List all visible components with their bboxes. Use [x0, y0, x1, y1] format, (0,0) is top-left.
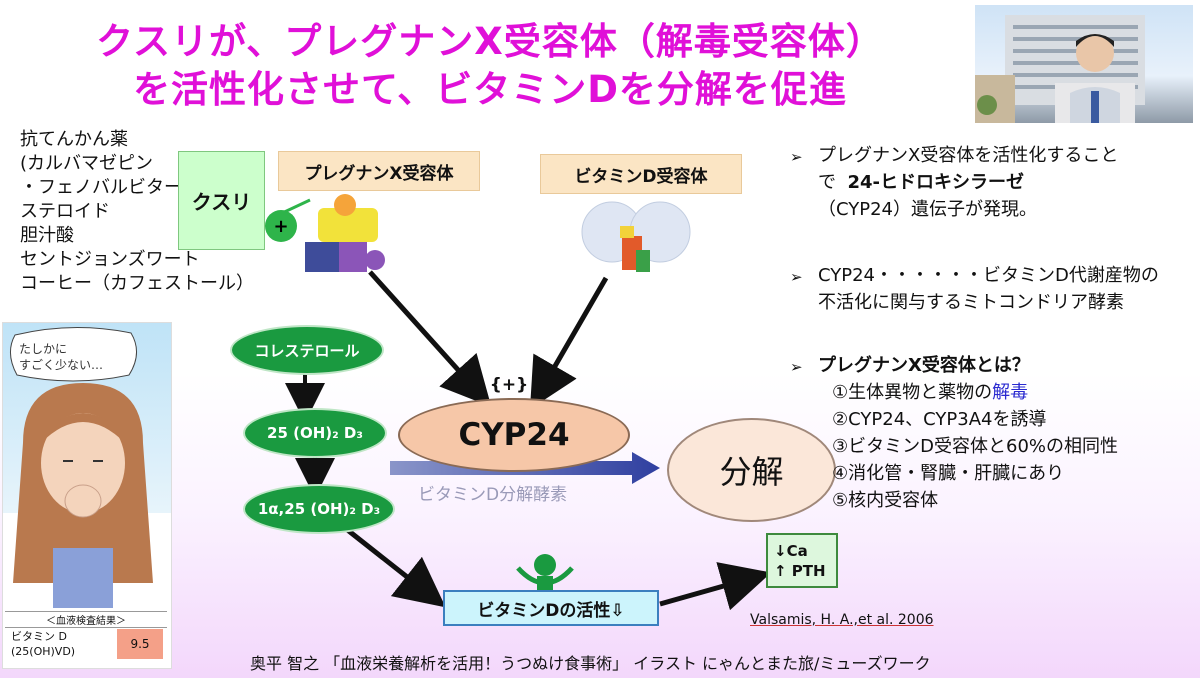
enzyme-label: ビタミンD分解酵素 [418, 485, 568, 505]
drug-item: 抗てんかん薬 [20, 129, 128, 150]
point-1-line-2: で 24-ヒドロキシラーゼ [818, 169, 1118, 196]
point-2-line-1: CYP24・・・・・・ビタミンD代謝産物の [818, 265, 1159, 286]
drug-item: セントジョンズワート [20, 249, 200, 270]
woman-illustration: たしかに すごく少ない… ＜血液検査結果＞ ビタミン D (25(OH)VD) … [2, 322, 172, 669]
vdr-puzzle-icon [581, 201, 691, 272]
speaker-photo [975, 5, 1193, 123]
slide-title: クスリが、プレグナンX受容体（解毒受容体） を活性化させて、ビタミンDを分解を促… [20, 18, 960, 114]
point-1: プレグナンX受容体を活性化すること で 24-ヒドロキシラーゼ （CYP24）遺… [818, 142, 1118, 223]
citation: Valsamis, H. A.,et al. 2006 [750, 612, 934, 628]
point-3-item: ②CYP24、CYP3A4を誘導 [832, 409, 1047, 430]
drug-item: 胆汁酸 [20, 225, 74, 246]
vitd-activity-box: ビタミンDの活性⇩ [443, 590, 659, 626]
blood-test-header: ＜血液検査結果＞ [5, 611, 167, 628]
arrow-vdr-to-cyp24 [529, 276, 609, 410]
point-3-heading: プレグナンX受容体とは？ [818, 355, 1030, 376]
point-3: プレグナンX受容体とは？ ①生体異物と薬物の解毒 ②CYP24、CYP3A4を誘… [818, 352, 1118, 514]
vdr-label: ビタミンD受容体 [540, 154, 742, 194]
drug-item: コーヒー（カフェストール） [20, 273, 254, 294]
arrow-d1a25-to-activity [343, 526, 446, 608]
credit-line: 奥平 智之 「血液栄養解析を活用！うつぬけ食事術」 イラスト にゃんとまた旅/ミ… [250, 654, 931, 673]
arrow-activity-to-ca [659, 562, 772, 611]
speech-line-1: たしかに [19, 342, 68, 356]
detox-highlight: 解毒 [992, 382, 1029, 403]
blood-test-label-2: (25(OH)VD) [11, 645, 76, 658]
ca-label: ↓Ca [774, 541, 808, 560]
blood-test-value: 9.5 [117, 629, 163, 659]
bullet-icon: ➢ [790, 148, 803, 166]
speech-line-2: すごく少ない… [19, 358, 104, 372]
pxr-label: プレグナンX受容体 [278, 151, 480, 191]
drug-item: ステロイド [20, 201, 110, 222]
point-3-item: ①生体異物と薬物の解毒 [832, 382, 1029, 403]
blood-test-label-1: ビタミン D [11, 630, 67, 643]
breakdown-ellipse: 分解 [667, 418, 836, 522]
plus-circle: + [265, 210, 297, 242]
point-1-line-1: プレグナンX受容体を活性化すること [818, 145, 1119, 166]
pxr-puzzle-icon [305, 194, 385, 272]
pth-label: ↑ PTH [774, 561, 826, 580]
person-icon [516, 554, 574, 590]
cyp24-ellipse: CYP24 [398, 398, 630, 472]
ca-pth-box: ↓Ca ↑ PTH [766, 533, 838, 588]
drug-list: 抗てんかん薬 (カルバマゼピン ・フェノバルビタール) ステロイド 胆汁酸 セン… [20, 128, 254, 296]
cholesterol-pill: コレステロール [230, 325, 384, 375]
woman-drawing [10, 326, 153, 608]
arrow-pxr-to-cyp24 [368, 270, 492, 407]
blood-test-label: ビタミン D (25(OH)VD) [11, 629, 75, 659]
point-1-line-2b: 24-ヒドロキシラーゼ [847, 172, 1024, 193]
point-3-item: ④消化管・腎臓・肝臓にあり [832, 463, 1065, 484]
drug-box: クスリ [178, 151, 265, 250]
title-line-1: クスリが、プレグナンX受容体（解毒受容体） [96, 20, 884, 63]
point-1-line-3: （CYP24）遺伝子が発現。 [818, 199, 1038, 220]
point-1-line-2a: で [818, 172, 836, 193]
bullet-icon: ➢ [790, 358, 803, 376]
bullet-icon: ➢ [790, 268, 803, 286]
point-3-item: ⑤核内受容体 [832, 490, 939, 511]
point-2-line-2: 不活化に関与するミトコンドリア酵素 [818, 292, 1124, 313]
d1a25-pill: 1α,25 (OH)₂ D₃ [243, 484, 395, 534]
plus-bracket: {+} [489, 375, 529, 395]
speech-bubble: たしかに すごく少ない… [19, 341, 103, 373]
point-2: CYP24・・・・・・ビタミンD代謝産物の 不活化に関与するミトコンドリア酵素 [818, 262, 1159, 316]
title-line-2: を活性化させて、ビタミンDを分解を促進 [133, 68, 847, 111]
drug-item: (カルバマゼピン [20, 153, 154, 174]
drug-item: ・フェノバルビタール) [20, 177, 208, 198]
point-3-item: ③ビタミンD受容体と60%の相同性 [832, 436, 1119, 457]
speaker-photo-illustration [975, 15, 1145, 123]
d25-pill: 25 (OH)₂ D₃ [243, 408, 387, 458]
